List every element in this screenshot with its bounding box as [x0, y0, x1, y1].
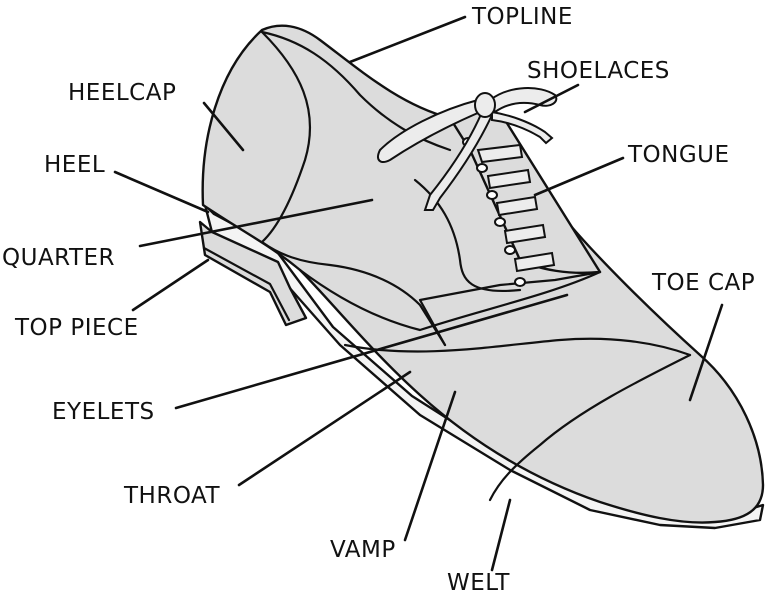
eyestay-seam [418, 270, 602, 347]
leader-tongue [533, 156, 625, 197]
label-shoelaces: SHOELACES [527, 58, 670, 84]
eyelet [494, 217, 506, 227]
vamp-seam [298, 268, 602, 332]
label-heel: HEEL [44, 152, 105, 178]
eyelet [504, 245, 516, 255]
lace-cross [495, 195, 539, 217]
label-tongue: TONGUE [627, 142, 730, 168]
label-quarter: QUARTER [2, 245, 115, 271]
lace-knot [474, 92, 496, 118]
leader-eyelets [174, 293, 569, 410]
lace-bow-left [377, 98, 482, 163]
label-top-piece: TOP PIECE [14, 315, 139, 341]
leader-heel [113, 170, 210, 214]
leader-vamp [403, 390, 457, 542]
leader-quarter [138, 198, 374, 248]
eyelet [486, 190, 498, 200]
throat-seam [343, 337, 692, 357]
top-piece-line [202, 246, 291, 322]
label-topline: TOPLINE [471, 4, 573, 30]
eyelet [514, 277, 526, 287]
label-heelcap: HEELCAP [68, 80, 176, 106]
lace-cross [486, 168, 532, 190]
leader-toe-cap [688, 303, 724, 402]
lace-cross [503, 223, 547, 245]
leader-heelcap [202, 101, 245, 152]
lace-cross [476, 143, 524, 164]
heelcap-seam [260, 30, 312, 244]
label-eyelets: EYELETS [52, 399, 155, 425]
lace-bow-loop [488, 87, 558, 114]
lace-end [491, 110, 554, 145]
label-toe-cap: TOE CAP [651, 270, 755, 296]
leader-top-piece [131, 258, 210, 312]
leader-throat [237, 370, 412, 487]
leader-shoelaces [523, 83, 580, 114]
leader-welt [490, 498, 512, 572]
labels: TOPLINE SHOELACES HEELCAP TONGUE HEEL QU… [2, 4, 755, 596]
sole [203, 203, 765, 530]
label-throat: THROAT [123, 483, 220, 509]
label-vamp: VAMP [330, 537, 396, 563]
eyelet [476, 163, 488, 173]
quarter-seam [260, 240, 447, 347]
shoelaces-group [377, 87, 558, 273]
lace-end [423, 110, 494, 211]
shoe-illustration [198, 24, 765, 530]
shoe-upper [201, 24, 765, 524]
leader-topline [348, 15, 467, 64]
lace-cross [513, 251, 556, 273]
label-welt: WELT [447, 570, 510, 596]
leader-lines [113, 15, 724, 572]
toecap-seam [488, 353, 692, 502]
